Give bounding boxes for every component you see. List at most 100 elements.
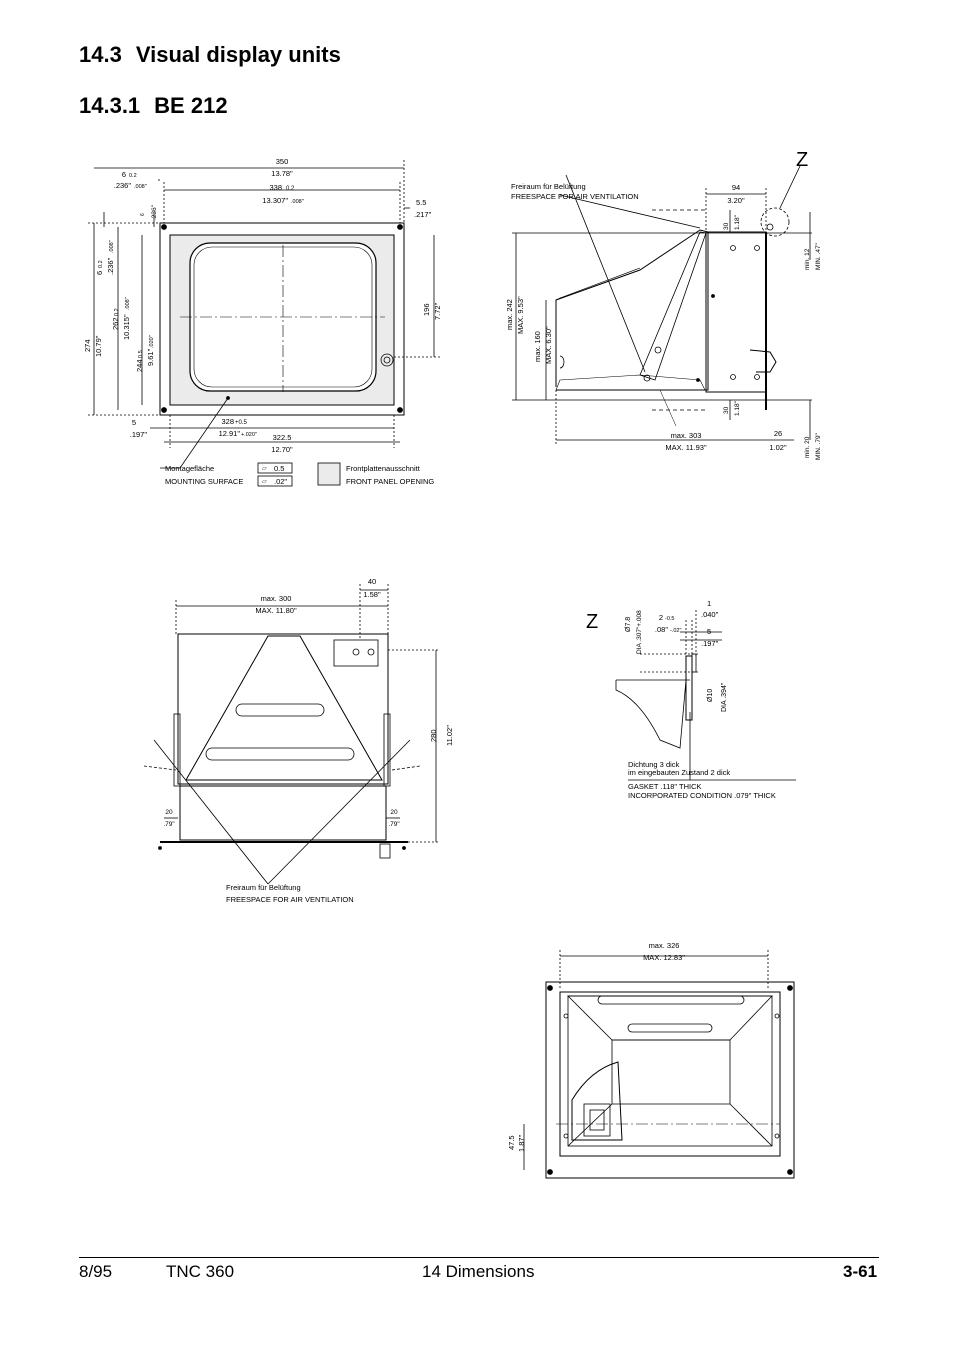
dim-13-307: 13.307" xyxy=(262,196,288,205)
dim-79a: .79" xyxy=(163,821,175,828)
dim-11-02: 11.02" xyxy=(445,725,454,746)
dim-13-78: 13.78" xyxy=(271,169,293,178)
section-number: 14.3 xyxy=(79,42,122,67)
top-vent-de: Freiraum für Belüftung xyxy=(226,883,301,892)
dim-338: 338 xyxy=(269,183,282,192)
dim-right-5-5: 5.5 xyxy=(416,198,426,207)
dim-1-02: 1.02" xyxy=(769,443,787,452)
dim-v-244-tol: 0.5 xyxy=(138,350,144,358)
dim-040: .040" xyxy=(701,610,719,619)
dim-max326: max. 326 xyxy=(649,941,680,950)
dim-top-6: 6 xyxy=(140,213,146,216)
dim-left-236-tol: .008" xyxy=(134,184,147,190)
gasket-de-1: Dichtung 3 dick xyxy=(628,760,680,769)
dim-left-6-tol: 0.2 xyxy=(129,173,137,179)
gasket-en-2: INCORPORATED CONDITION .079" THICK xyxy=(628,791,776,800)
dim-v-236-tol: .008" xyxy=(109,240,115,253)
dim-08: .08" xyxy=(655,625,668,634)
dim-1-58: 1.58" xyxy=(363,590,381,599)
dim-max303: max. 303 xyxy=(671,431,702,440)
flatness-symbol: ▱ xyxy=(262,466,267,472)
dim-20a: 20 xyxy=(165,809,173,816)
dim-max6-30: MAX. 6.30" xyxy=(544,326,553,364)
dim-b-5: 5 xyxy=(132,418,136,427)
rear-view-drawing xyxy=(523,950,795,1179)
footer-product: TNC 360 xyxy=(166,1262,235,1281)
dim-26: 26 xyxy=(774,429,782,438)
dim-b-197: .197" xyxy=(130,430,148,439)
dim-b-12-91: 12.91" xyxy=(219,429,241,438)
dim-min20: min. 20 xyxy=(804,436,811,458)
dim-dia78: Ø7.8 xyxy=(625,617,632,632)
dim-94: 94 xyxy=(732,183,740,192)
flatness-mm: 0.5 xyxy=(274,464,284,473)
gasket-de-2: im eingebauten Zustand 2 dick xyxy=(628,768,730,777)
dim-v-244: 244 xyxy=(135,359,144,372)
side-vent-de: Freiraum für Belüftung xyxy=(511,182,586,191)
footer-page-number: 3-61 xyxy=(843,1262,878,1281)
dim-b-12-70: 12.70" xyxy=(271,445,293,454)
front-view-drawing xyxy=(88,160,440,487)
dim-20b: 20 xyxy=(390,809,398,816)
dim-max11-93: MAX. 11.93" xyxy=(665,443,707,452)
dim-v-9-61: 9.61" xyxy=(146,348,155,366)
dim-dia307: DIA .307"+.008 xyxy=(636,610,643,654)
dim-v-262-tol: 0.2 xyxy=(114,308,120,316)
dim-2-tol: -0.5 xyxy=(665,616,674,622)
dim-v-10-315-tol: .008" xyxy=(125,297,131,310)
section-title: Visual display units xyxy=(135,42,341,67)
side-view-drawing xyxy=(512,165,812,446)
dim-v-10-315: 10.315" xyxy=(122,314,131,340)
footer-chapter: 14 Dimensions xyxy=(422,1262,535,1281)
dim-b-322-5: 322.5 xyxy=(273,433,292,442)
top-vent-en: FREESPACE FOR AIR VENTILATION xyxy=(226,895,354,904)
dim-5: 5 xyxy=(707,627,711,636)
opening-label-de: Frontplattenausschnitt xyxy=(346,464,421,473)
dim-max9-53: MAX. 9.53" xyxy=(516,296,525,334)
top-view-drawing xyxy=(143,584,440,885)
dim-dia394: DIA .394" xyxy=(721,682,728,712)
dim-197: .197" xyxy=(701,639,719,648)
dim-left-236: .236" xyxy=(114,181,132,190)
dim-v-262: 262 xyxy=(111,317,120,330)
mount-label-de: Montagefläche xyxy=(165,464,214,473)
footer-rule xyxy=(79,1257,879,1258)
dim-v-236: .236" xyxy=(106,257,115,275)
dim-b-12-91-tol: +.020" xyxy=(241,432,257,438)
section-heading: 14.3 Visual display units xyxy=(79,42,341,68)
dim-v-274: 274 xyxy=(83,339,92,352)
dim-right-217: .217" xyxy=(414,210,432,219)
dim-350: 350 xyxy=(276,157,289,166)
dim-max242: max. 242 xyxy=(505,299,514,330)
dim-b-328: 328 xyxy=(221,417,234,426)
dim-left-6: 6 xyxy=(122,170,126,179)
dim-47-5: 47.5 xyxy=(507,1135,516,1150)
dim-30a: 30 xyxy=(723,222,730,230)
dim-1-18a: 1.18" xyxy=(734,214,741,230)
dim-40: 40 xyxy=(368,577,376,586)
dim-min47: MIN. .47" xyxy=(815,242,822,270)
dim-top-236: .236" xyxy=(151,204,158,220)
mount-label-en: MOUNTING SURFACE xyxy=(165,477,243,486)
flatness-in: .02" xyxy=(274,477,287,486)
z-detail-label: Z xyxy=(586,611,598,633)
dim-v-196: 196 xyxy=(422,303,431,316)
dim-v-6: 6 xyxy=(95,271,104,275)
dim-dia10: Ø10 xyxy=(707,689,714,702)
dim-b-328-tol: +0.5 xyxy=(235,420,248,426)
dim-338-tol: 0.2 xyxy=(286,186,295,192)
dim-1-87: 1.87" xyxy=(517,1134,526,1152)
dim-30b: 30 xyxy=(723,406,730,414)
dim-min12: min. 12 xyxy=(804,248,811,270)
opening-label-en: FRONT PANEL OPENING xyxy=(346,477,434,486)
dim-280: 280 xyxy=(429,729,438,742)
dim-max300: max. 300 xyxy=(261,594,292,603)
dim-max11-80: MAX. 11.80" xyxy=(255,606,297,615)
dim-min79: MIN. .79" xyxy=(815,432,822,460)
dim-v-6-tol: 0.2 xyxy=(98,260,104,268)
z-marker: Z xyxy=(796,149,808,171)
dim-08-tol: -.02" xyxy=(670,628,681,634)
side-vent-en: FREESPACE FOR AIR VENTILATION xyxy=(511,192,639,201)
dim-13-307-tol: .008" xyxy=(291,199,304,205)
